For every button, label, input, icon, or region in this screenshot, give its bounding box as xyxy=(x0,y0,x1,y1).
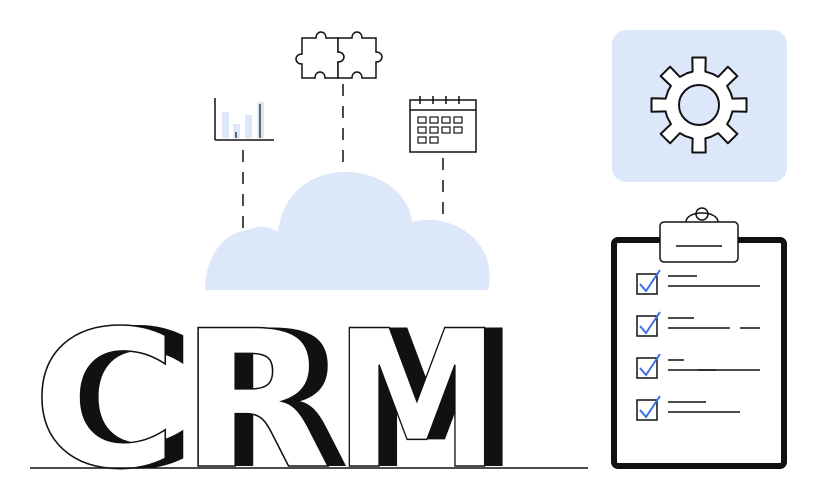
crm-letter-m: MM xyxy=(333,289,518,500)
crm-letter-shadow: M xyxy=(352,290,518,500)
crm-letter-front: M xyxy=(334,290,500,500)
crm-letter-shadow: R xyxy=(198,290,350,500)
clipboard-icon xyxy=(611,207,787,469)
calendar-icon xyxy=(409,96,477,153)
cloud-icon xyxy=(205,172,490,290)
checklist-item xyxy=(636,395,740,421)
checklist xyxy=(636,269,760,421)
dashed-connectors xyxy=(242,84,444,228)
crm-letter-front: R xyxy=(180,290,332,500)
checkbox-checked-icon xyxy=(636,273,658,295)
checkmark xyxy=(639,395,661,419)
crm-letter-c: CC xyxy=(31,289,196,500)
checklist-item xyxy=(636,311,760,337)
checkbox-checked-icon xyxy=(636,315,658,337)
puzzle-icon xyxy=(295,31,383,79)
crm-letter-r: RR xyxy=(179,289,350,500)
crm-letter-shadow: C xyxy=(50,290,196,500)
checklist-item xyxy=(636,353,760,379)
crm-letter-front: C xyxy=(32,290,178,500)
checklist-item xyxy=(636,269,760,295)
gear-icon xyxy=(650,56,748,154)
bar-chart-icon xyxy=(214,98,274,141)
checkmark xyxy=(639,353,661,377)
checkbox-checked-icon xyxy=(636,399,658,421)
gear-hub xyxy=(678,84,720,126)
checkbox-checked-icon xyxy=(636,357,658,379)
checkmark xyxy=(639,269,661,293)
checkmark xyxy=(639,311,661,335)
